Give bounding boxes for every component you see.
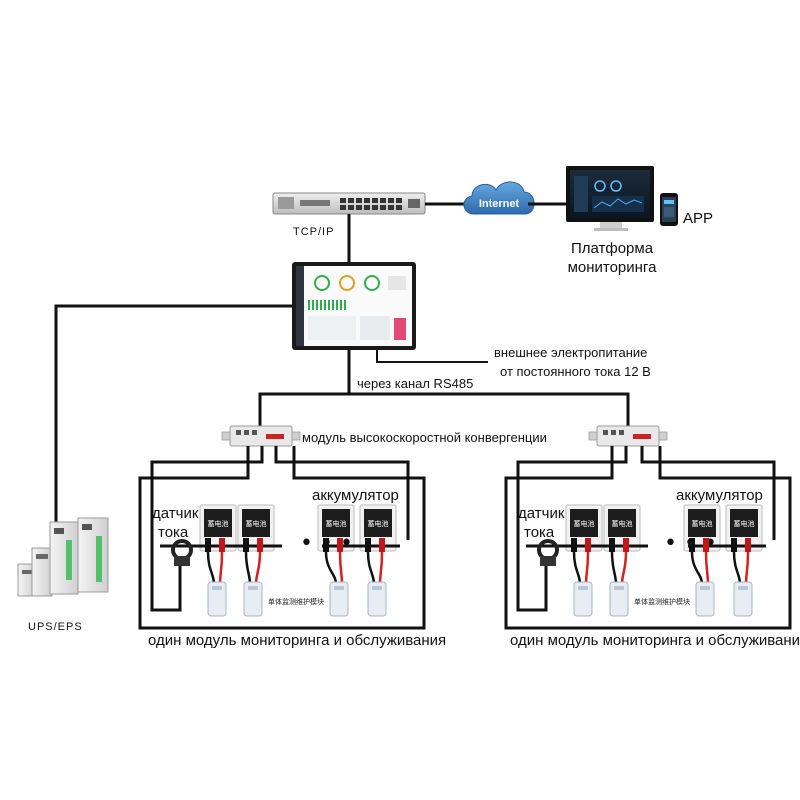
module-caption: 单体监测维护模块 — [634, 597, 690, 606]
module-lead — [366, 551, 376, 585]
convergence-module-icon — [588, 425, 668, 447]
module-lead — [744, 551, 750, 585]
battery-label: аккумулятор — [676, 487, 763, 504]
module-lead — [610, 551, 618, 585]
monitoring-module-icon — [733, 581, 753, 617]
platform-label-line1: Платформа — [571, 240, 654, 257]
module-lead — [572, 551, 582, 585]
tcp-ip-label: TCP/IP — [293, 226, 334, 238]
convergence-module-label: модуль высокоскоростной конвергенции — [302, 430, 547, 445]
battery-label: аккумулятор — [312, 487, 399, 504]
platform-label-line2: мониторинга — [568, 259, 658, 276]
monitoring-module-icon — [243, 581, 263, 617]
monitoring-module-icon — [367, 581, 387, 617]
app-label: APP — [683, 210, 713, 227]
touch-panel-icon — [292, 262, 416, 350]
internet-label: Internet — [479, 198, 520, 210]
sensor-label-line1: датчик — [518, 505, 565, 522]
monitoring-module-icon — [329, 581, 349, 617]
monitoring-module-icon — [573, 581, 593, 617]
inner-loop — [274, 446, 410, 540]
outer-loop — [504, 446, 792, 630]
monitoring-module-icon — [695, 581, 715, 617]
ups-link — [54, 304, 292, 528]
outer-loop — [138, 446, 426, 630]
sensor-loop — [516, 446, 628, 612]
power-label-line2: от постоянного тока 12 В — [500, 364, 651, 379]
module-lead — [206, 551, 216, 585]
power-label-line1: внешнее электропитание — [494, 345, 647, 360]
module-caption: 单体监测维护模块 — [268, 597, 324, 606]
current-sensor-icon — [537, 539, 559, 566]
monitoring-module-icon — [207, 581, 227, 617]
module-lead — [338, 551, 344, 585]
module-lead — [620, 551, 628, 585]
monitor-icon — [566, 166, 654, 231]
convergence-module-icon — [221, 425, 301, 447]
current-sensor-icon — [171, 539, 193, 566]
rs485-bus — [258, 392, 630, 426]
network-switch-icon — [272, 192, 426, 215]
ups-cabinet-icon — [17, 517, 109, 597]
internet-cloud-icon: Internet — [463, 181, 535, 215]
module-lead — [732, 551, 742, 585]
module-lead — [584, 551, 590, 585]
sensor-loop — [150, 446, 264, 612]
ups-eps-label: UPS/EPS — [28, 621, 83, 633]
power-lead — [376, 350, 488, 363]
sensor-label-line1: датчик — [152, 505, 199, 522]
sensor-label-line2: тока — [524, 524, 555, 541]
module-lead — [254, 551, 262, 585]
smartphone-icon — [660, 193, 678, 226]
module-lead — [244, 551, 252, 585]
monitor-module-label: один модуль мониторинга и обслуживания — [148, 632, 446, 649]
monitor-module-label: один модуль мониторинга и обслуживания — [510, 632, 800, 649]
battery-group-2: аккумулятор датчик тока • • • 单体监测维护模块 — [504, 425, 800, 649]
module-lead — [690, 551, 704, 585]
sensor-label-line2: тока — [158, 524, 189, 541]
inner-loop — [640, 446, 776, 540]
module-lead — [704, 551, 710, 585]
battery-group-1: модуль высокоскоростной конвергенции акк… — [138, 425, 547, 649]
module-lead — [378, 551, 384, 585]
module-lead — [324, 551, 338, 585]
rs485-label: через канал RS485 — [357, 376, 473, 391]
monitoring-module-icon — [609, 581, 629, 617]
module-lead — [218, 551, 224, 585]
